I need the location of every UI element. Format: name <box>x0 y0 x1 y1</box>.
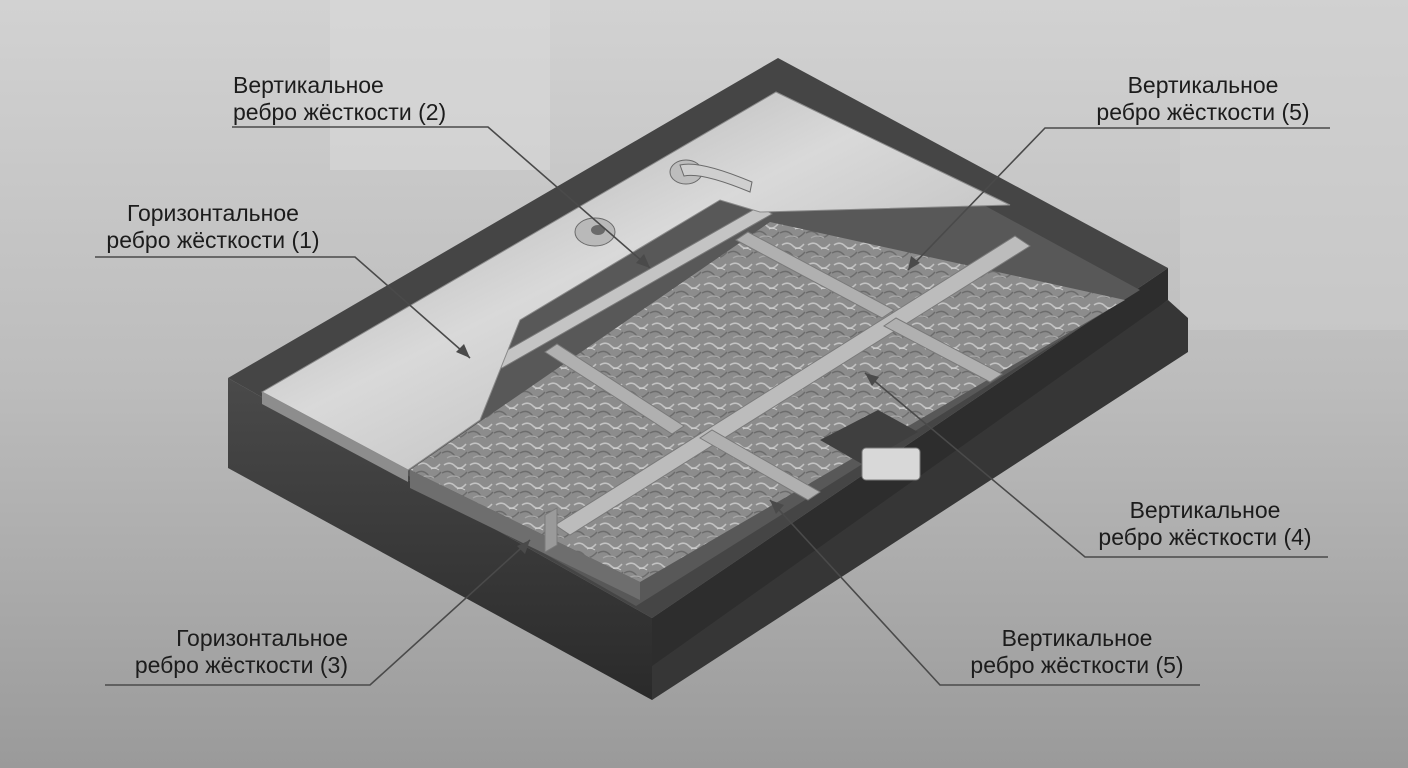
rib-cross-4 <box>883 317 1003 383</box>
rib-horizontal-long <box>554 235 1031 536</box>
leader-rib-5-bottom <box>769 499 1200 686</box>
arrowhead-rib-3 <box>517 540 530 554</box>
callout-rib-5-top-line2: ребро жёсткости (5) <box>1096 99 1310 125</box>
stiffening-ribs <box>489 205 1031 553</box>
callout-rib-5-bottom-line1: Вертикальное <box>1001 625 1153 651</box>
callout-rib-1-line2: ребро жёсткости (1) <box>106 227 320 253</box>
leader-rib-1 <box>95 256 471 359</box>
rib-cross-1 <box>544 343 685 435</box>
arrowhead-rib-1 <box>456 344 470 358</box>
callout-rib-2: Вертикальное ребро жёсткости (2) <box>233 72 446 126</box>
rib-cross-3 <box>699 429 821 501</box>
leader-rib-2 <box>232 126 651 269</box>
lock-cylinder-icon <box>574 217 616 247</box>
leader-rib-4 <box>864 372 1328 558</box>
leader-arrowheads <box>456 254 920 554</box>
steel-sheet <box>260 91 1011 471</box>
callout-rib-3-line2: ребро жёсткости (3) <box>134 652 348 678</box>
callout-rib-4-line1: Вертикальное <box>1129 497 1281 523</box>
door-handle-icon <box>669 159 753 193</box>
frame-front-face <box>228 378 652 700</box>
background-wall-panel <box>330 0 550 170</box>
callout-rib-2-line2: ребро жёсткости (2) <box>233 99 447 125</box>
callout-rib-4-line2: ребро жёсткости (4) <box>1098 524 1312 550</box>
callout-rib-1: Горизонтальное ребро жёсткости (1) <box>88 200 338 254</box>
leader-lines <box>95 126 1330 686</box>
callout-rib-5-bottom: Вертикальное ребро жёсткости (5) <box>952 625 1202 679</box>
callout-rib-2-line1: Вертикальное <box>233 72 384 98</box>
rib-end-stub <box>544 507 558 553</box>
arrowhead-rib-5-bottom <box>770 500 784 514</box>
steel-sheet-edge <box>262 392 408 482</box>
arrowhead-rib-4 <box>865 373 879 386</box>
callout-rib-5-top: Вертикальное ребро жёсткости (5) <box>1079 72 1327 126</box>
arrowhead-rib-2 <box>636 254 650 268</box>
frame-step <box>652 300 1188 700</box>
lock-body <box>861 447 921 481</box>
lock-pocket <box>820 410 918 464</box>
callout-rib-3-line1: Горизонтальное <box>176 625 348 651</box>
background-wall-panel-right <box>1180 0 1408 330</box>
leader-rib-5-top <box>907 127 1330 271</box>
callout-rib-4: Вертикальное ребро жёсткости (4) <box>1080 497 1330 551</box>
insulation-edge <box>410 470 640 600</box>
callout-rib-3: Горизонтальное ребро жёсткости (3) <box>96 625 348 679</box>
callout-rib-5-top-line1: Вертикальное <box>1127 72 1279 98</box>
callout-rib-5-bottom-line2: ребро жёсткости (5) <box>970 652 1184 678</box>
arrowhead-rib-5-top <box>908 256 920 270</box>
leader-rib-3 <box>105 539 531 686</box>
callout-rib-1-line1: Горизонтальное <box>127 200 299 226</box>
rib-cross-2 <box>735 231 895 319</box>
